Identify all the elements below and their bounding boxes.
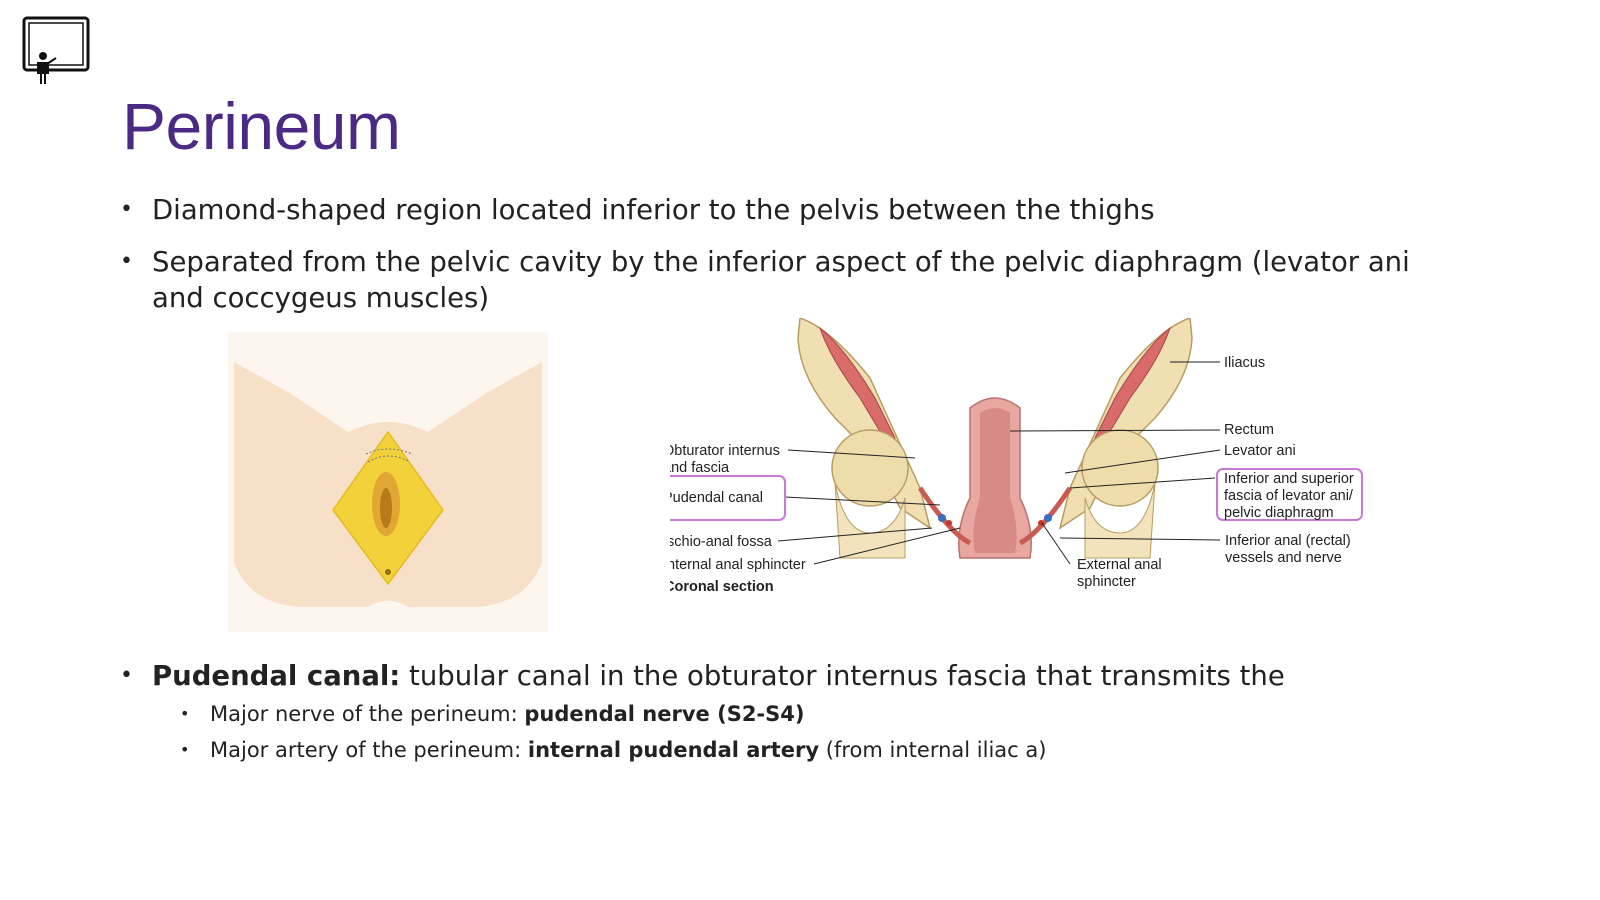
label-levator-ani: Levator ani [1224,443,1296,459]
coronal-section-diagram: Iliacus Rectum Levator ani Obturator int… [657,316,1410,618]
label-obturator-line2: and fascia [670,460,730,476]
label-internal-sphincter: Internal anal sphincter [670,557,806,573]
sub-bullet-item: •Major nerve of the perineum: pudendal n… [180,702,805,726]
sub-bullet-prefix: Major artery of the perineum: [210,738,528,762]
sub-bullet-item: •Major artery of the perineum: internal … [180,738,1047,762]
label-inferior-anal-line2: vessels and nerve [1225,550,1342,566]
sub-bullet-bold: pudendal nerve (S2-S4) [524,702,805,726]
bullet-list: •Diamond-shaped region located inferior … [120,192,1420,332]
presenter-icon [22,16,90,84]
bullet-item: •Pudendal canal: tubular canal in the ob… [120,660,1285,692]
sub-bullet-prefix: Major nerve of the perineum: [210,702,525,726]
bullet-text: Separated from the pelvic cavity by the … [152,246,1410,314]
perineum-diamond-illustration [228,332,548,632]
label-rectum: Rectum [1224,422,1274,438]
sub-bullet-bold: internal pudendal artery [527,738,820,762]
bullet-item: •Diamond-shaped region located inferior … [120,194,1155,226]
bullet-text: Diamond-shaped region located inferior t… [152,194,1155,226]
label-iliacus: Iliacus [1224,355,1265,371]
sub-bullet-list: •Major nerve of the perineum: pudendal n… [180,700,1380,772]
slide-title: Perineum [122,89,401,163]
label-external-line2: sphincter [1077,574,1136,590]
label-fascia-line3: pelvic diaphragm [1224,505,1334,521]
pudendal-term: Pudendal canal: [152,660,401,692]
label-pudendal-canal: Pudendal canal [670,490,763,506]
label-obturator-line1: Obturator internus [670,443,780,459]
label-fascia-line2: fascia of levator ani/ [1224,488,1354,504]
pudendal-bullet-list: •Pudendal canal: tubular canal in the ob… [120,658,1420,700]
label-coronal-section: Coronal section [670,579,774,595]
bullet-item: •Separated from the pelvic cavity by the… [120,246,1410,314]
pudendal-definition: tubular canal in the obturator internus … [400,660,1285,692]
label-fascia-line1: Inferior and superior [1224,471,1354,487]
sub-bullet-suffix: (from internal iliac a) [819,738,1047,762]
label-ischio-anal-fossa: Ischio-anal fossa [670,534,773,550]
label-inferior-anal-line1: Inferior anal (rectal) [1225,533,1351,549]
label-external-line1: External anal [1077,557,1162,573]
